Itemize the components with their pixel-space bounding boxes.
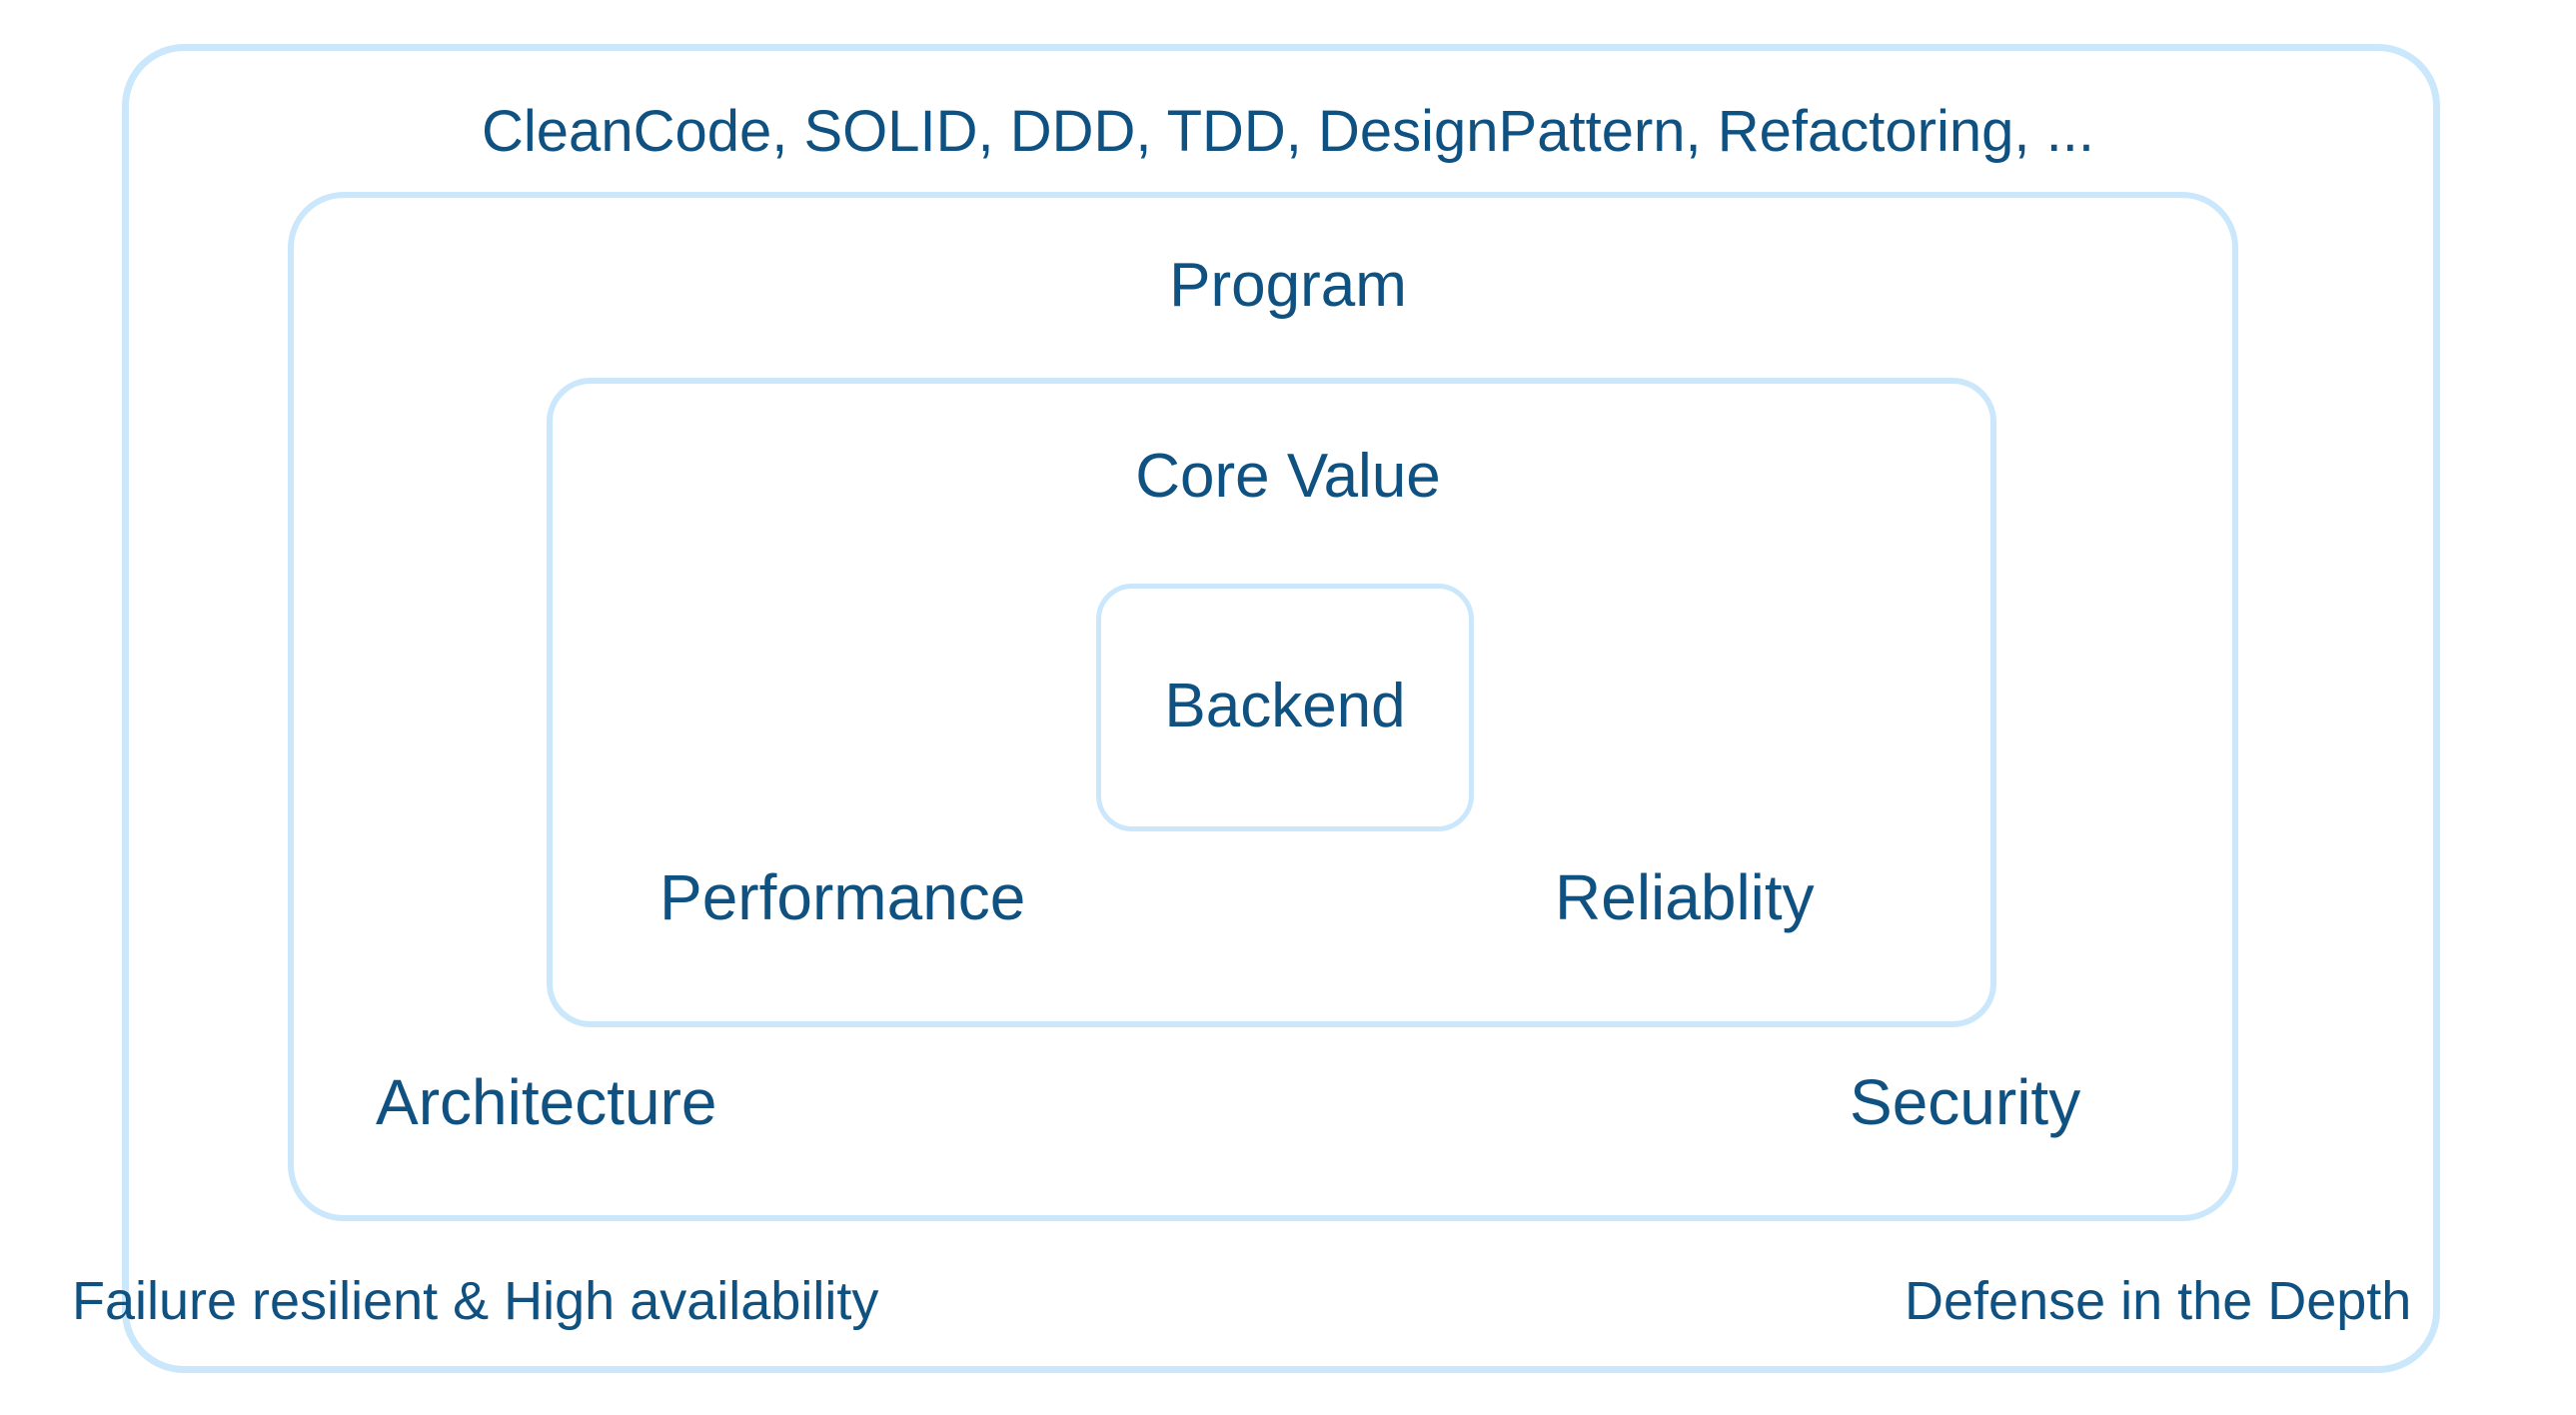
ring-backend: [1096, 584, 1474, 831]
label-program: Program: [1169, 251, 1407, 320]
label-architecture: Architecture: [376, 1066, 717, 1138]
ring-outermost: [122, 44, 2440, 1373]
label-tagline-practices: CleanCode, SOLID, DDD, TDD, DesignPatter…: [482, 99, 2094, 164]
label-performance: Performance: [659, 861, 1026, 933]
label-reliablity: Reliablity: [1555, 861, 1815, 933]
label-security: Security: [1850, 1066, 2081, 1138]
label-defense-in-the-depth: Defense in the Depth: [1905, 1271, 2412, 1331]
label-backend: Backend: [1164, 672, 1406, 740]
label-core-value: Core Value: [1135, 442, 1441, 511]
ring-core-value: [547, 378, 1996, 1027]
ring-program: [288, 192, 2238, 1221]
label-failure-resilient-high-availability: Failure resilient & High availability: [72, 1271, 879, 1331]
